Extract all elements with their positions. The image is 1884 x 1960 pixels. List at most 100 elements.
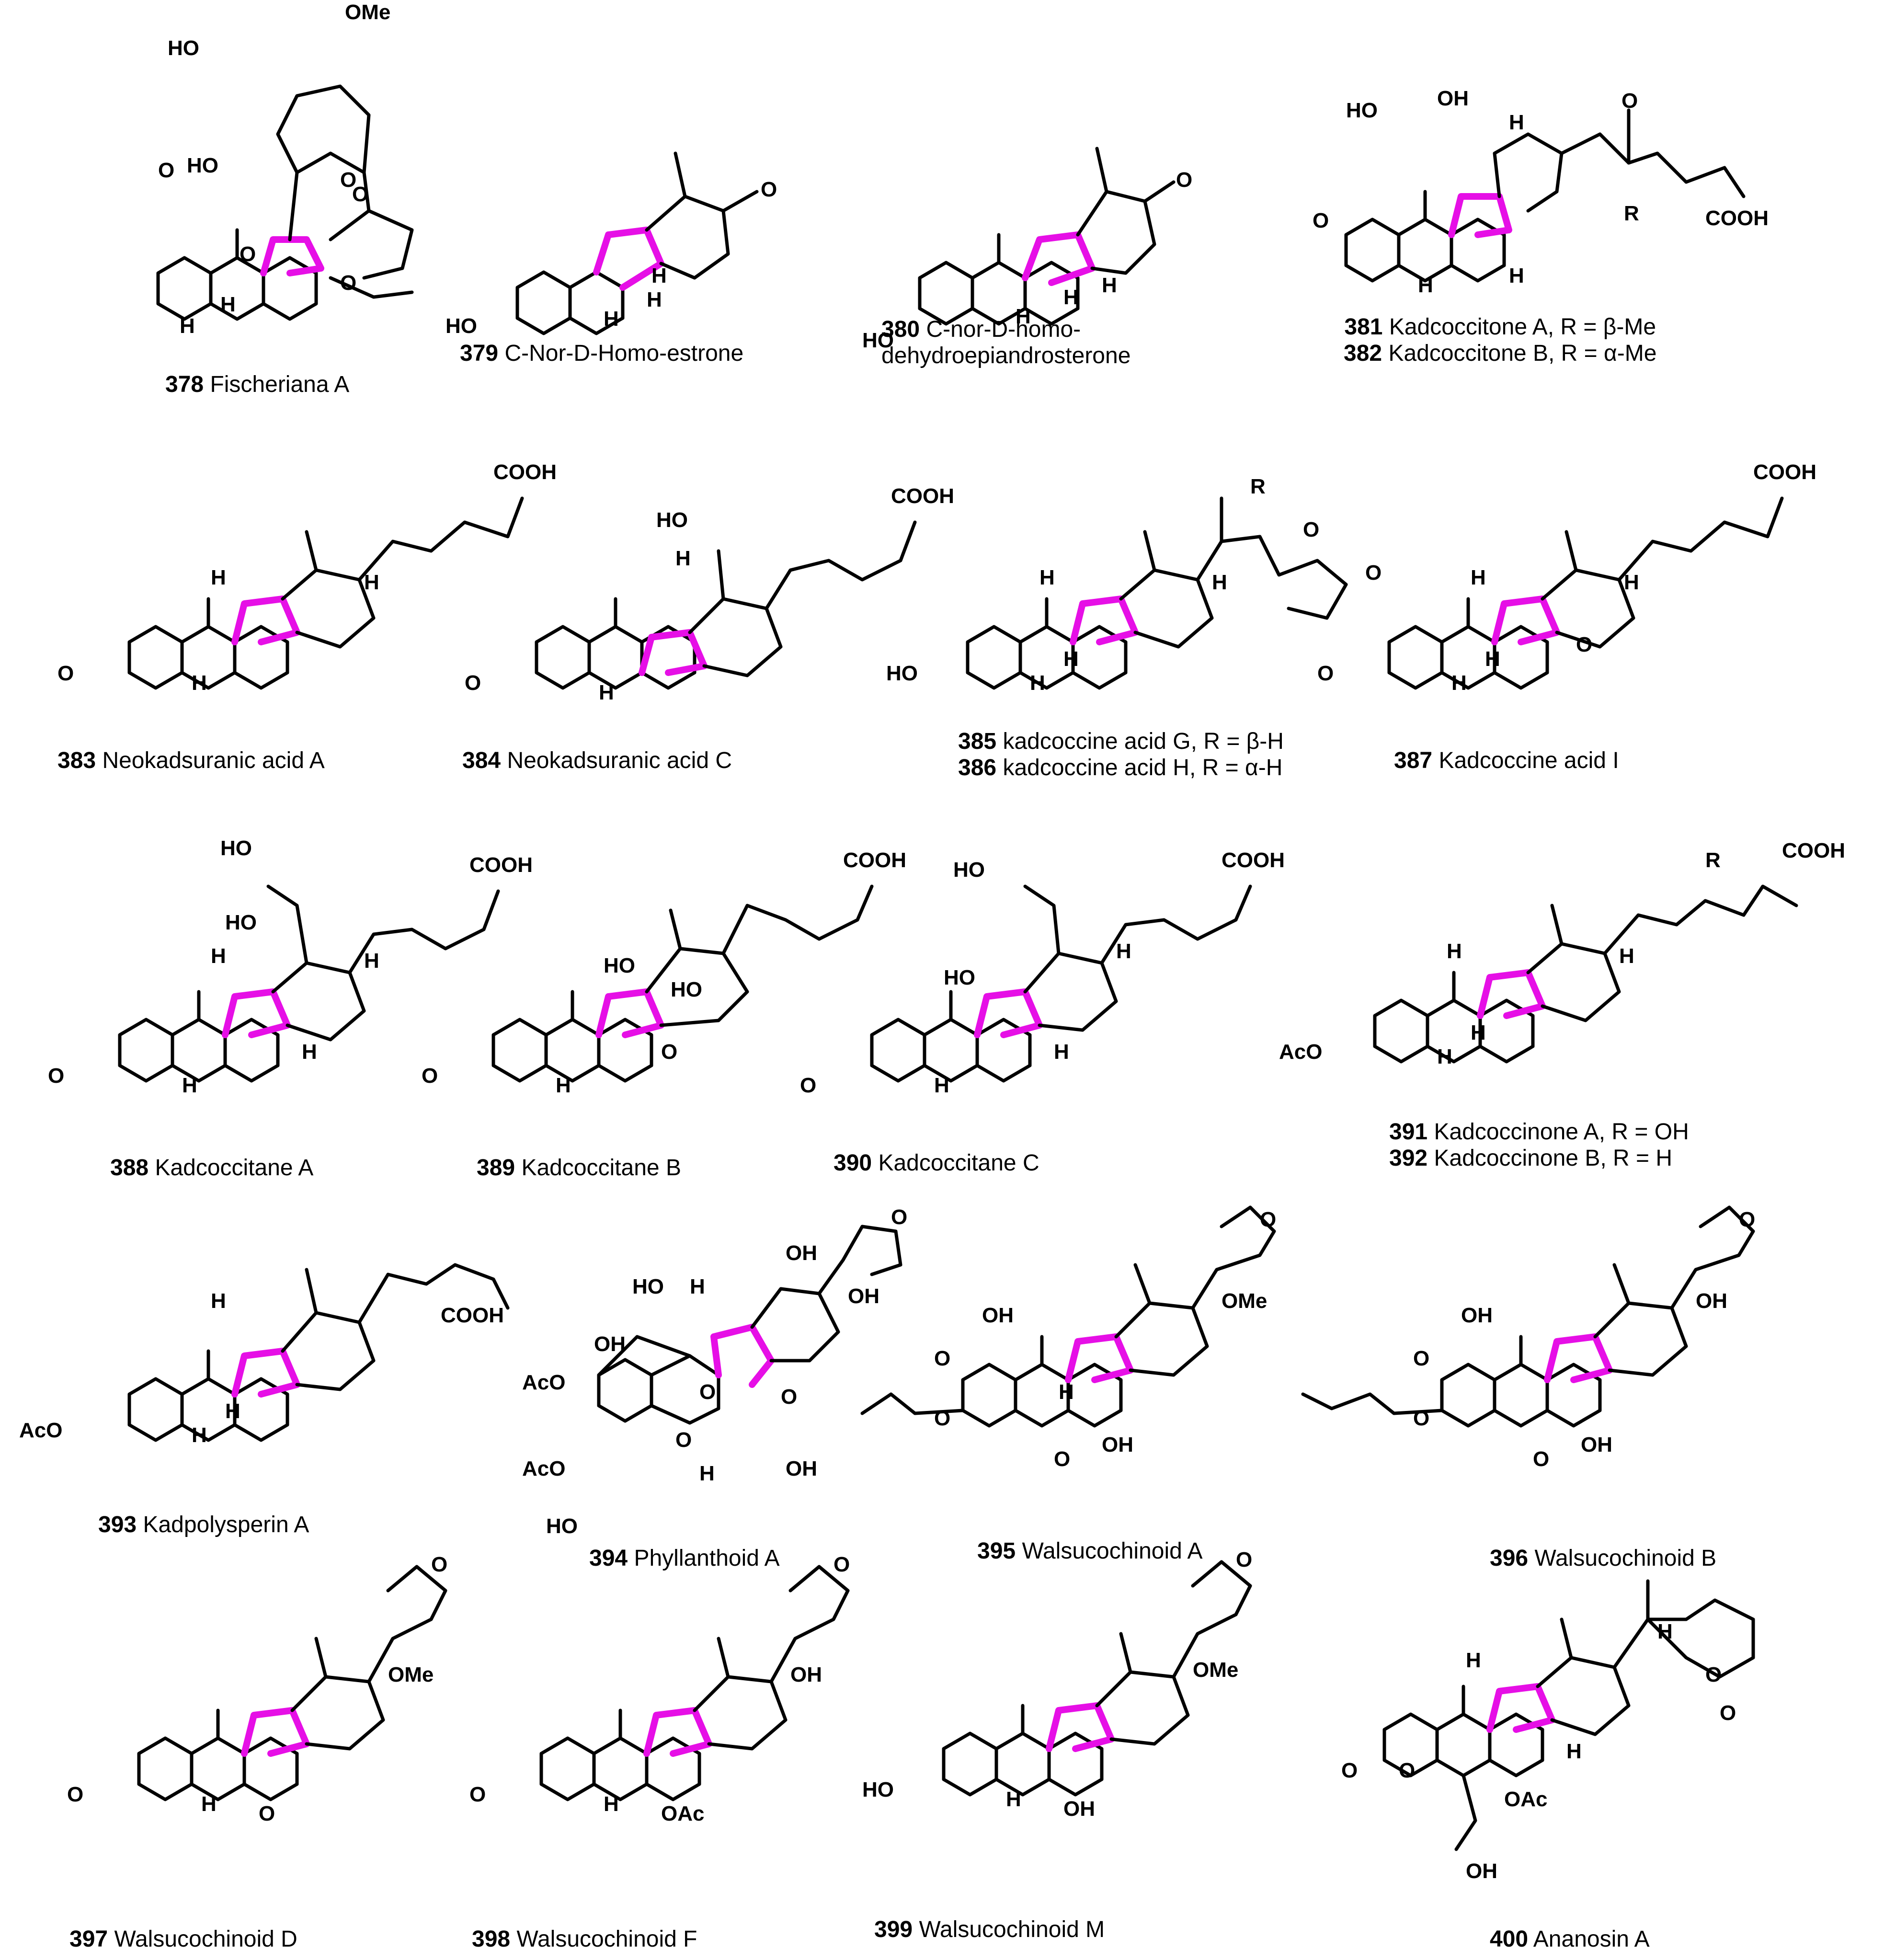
label-381-h1: H: [1509, 111, 1524, 134]
label-378-oa: O: [340, 168, 356, 192]
label-400-o2: O: [1720, 1701, 1736, 1725]
label-383-h2: H: [364, 571, 379, 594]
label-398-h: H: [604, 1792, 619, 1816]
caption-390: 390 Kadcoccitane C: [834, 1150, 1039, 1176]
label-378-h2: H: [180, 314, 195, 338]
label-388-h4: H: [182, 1074, 197, 1097]
label-388-ho: HO: [220, 837, 252, 860]
label-383-o: O: [57, 662, 74, 685]
label-387-cooh: COOH: [1753, 460, 1816, 484]
label-385-ho: HO: [886, 662, 918, 685]
caption-387-name: Kadcoccine acid I: [1439, 748, 1619, 773]
caption-391-number: 391: [1389, 1119, 1428, 1145]
caption-400-name: Ananosin A: [1533, 1926, 1650, 1952]
label-397-o2: O: [259, 1802, 275, 1825]
caption-399-name: Walsucochinoid M: [919, 1917, 1105, 1942]
caption-393-number: 393: [98, 1512, 137, 1537]
label-388-ho2: HO: [225, 911, 257, 934]
label-379-h2: H: [647, 288, 662, 311]
label-395-o2: O: [934, 1407, 950, 1430]
label-384-h1: H: [675, 547, 691, 570]
structure-393: COOH AcO H H H: [19, 1263, 510, 1447]
label-387-h3: H: [1485, 647, 1500, 671]
label-399-ho: HO: [862, 1778, 894, 1801]
label-396-o3: O: [1533, 1447, 1549, 1471]
label-396-oh: OH: [1461, 1304, 1493, 1327]
label-397-h: H: [201, 1792, 217, 1816]
structure-396: OH O O O OH OH O: [1301, 1205, 1755, 1471]
label-385-o2: O: [1365, 561, 1382, 585]
label-387-epoxide-o: O: [1576, 633, 1592, 656]
caption-383-name: Neokadsuranic acid A: [102, 748, 325, 773]
caption-383: 383 Neokadsuranic acid A: [57, 747, 325, 774]
caption-394: 394 Phyllanthoid A: [589, 1545, 780, 1571]
label-385-o: O: [1303, 518, 1319, 541]
label-379-h3: H: [651, 264, 667, 287]
label-389-h: H: [556, 1074, 571, 1097]
label-384-ho: HO: [656, 508, 688, 532]
structure-388: HO HO COOH O H H H H: [48, 837, 533, 1097]
label-396-o2: O: [1413, 1407, 1429, 1430]
caption-385-number: 385: [958, 729, 997, 754]
label-400-oh: OH: [1466, 1859, 1497, 1883]
label-398-o: O: [469, 1783, 486, 1806]
label-380-h1: H: [1016, 305, 1031, 328]
label-397-o: O: [67, 1783, 83, 1806]
caption-380-number: 380: [881, 317, 920, 342]
caption-380: 380 C-nor-D-homo- dehydroepiandrosterone: [881, 316, 1130, 369]
caption-390-number: 390: [834, 1150, 872, 1176]
label-398-furan-o: O: [834, 1553, 850, 1576]
label-385-h4: H: [1063, 647, 1079, 671]
label-400-h3: H: [1566, 1740, 1582, 1763]
label-381-ho: HO: [1346, 99, 1378, 122]
caption-388-name: Kadcoccitane A: [155, 1155, 314, 1181]
label-394-aco2: AcO: [522, 1457, 565, 1480]
label-396-furan-o: O: [1739, 1208, 1755, 1231]
label-385-h1: H: [1039, 566, 1055, 589]
structure-385: R O O HO H H H H: [886, 475, 1382, 695]
label-384-cooh: COOH: [891, 484, 954, 508]
caption-388-number: 388: [110, 1155, 149, 1181]
label-385-h2: H: [1212, 571, 1227, 594]
label-388-h3: H: [302, 1040, 317, 1064]
label-394-oh4: OH: [786, 1457, 817, 1480]
structure-395: OH O O O OH OMe O H: [860, 1205, 1276, 1471]
label-400-o: O: [1341, 1759, 1358, 1782]
label-381-ketone-o: O: [1313, 209, 1329, 232]
caption-397-number: 397: [69, 1926, 108, 1952]
caption-385-name: kadcoccine acid G, R = β-H: [1003, 729, 1284, 754]
caption-396: 396 Walsucochinoid B: [1490, 1545, 1716, 1571]
label-379-o: O: [761, 178, 777, 201]
label-398-oh: OH: [790, 1663, 822, 1686]
label-379-ho: HO: [445, 314, 477, 338]
caption-396-name: Walsucochinoid B: [1534, 1546, 1717, 1571]
label-394-furan-o: O: [891, 1205, 907, 1229]
caption-390-name: Kadcoccitane C: [878, 1150, 1039, 1176]
caption-386-name: kadcoccine acid H, R = α-H: [1003, 755, 1283, 781]
label-394-h2: H: [690, 1275, 705, 1298]
caption-386-number: 386: [958, 755, 997, 781]
label-381-h2: H: [1509, 264, 1524, 287]
label-394-h1: H: [699, 1462, 715, 1485]
label-389-cooh: COOH: [843, 848, 906, 872]
label-383-h3: H: [192, 671, 207, 695]
caption-398-number: 398: [472, 1926, 511, 1952]
caption-379-number: 379: [460, 341, 499, 366]
label-389-bridge-o: O: [661, 1040, 677, 1064]
caption-389-name: Kadcoccitane B: [521, 1155, 681, 1181]
label-394-ho3: HO: [546, 1514, 578, 1538]
label-400-h2: H: [1657, 1620, 1673, 1643]
caption-393: 393 Kadpolysperin A: [98, 1512, 309, 1538]
label-394-ho: HO: [632, 1275, 664, 1298]
caption-380-name: C-nor-D-homo-: [926, 317, 1081, 342]
caption-387: 387 Kadcoccine acid I: [1394, 747, 1619, 774]
label-399-furan-o: O: [1236, 1548, 1252, 1571]
caption-383-number: 383: [57, 748, 96, 773]
label-378-o3: O: [240, 242, 256, 266]
structure-400: O O OH OAc O O H H H: [1341, 1579, 1755, 1883]
structure-380: HO O H H H: [862, 147, 1192, 352]
caption-398: 398 Walsucochinoid F: [472, 1926, 697, 1952]
label-390-ho2: HO: [944, 966, 975, 989]
label-394-oh: OH: [594, 1332, 626, 1356]
